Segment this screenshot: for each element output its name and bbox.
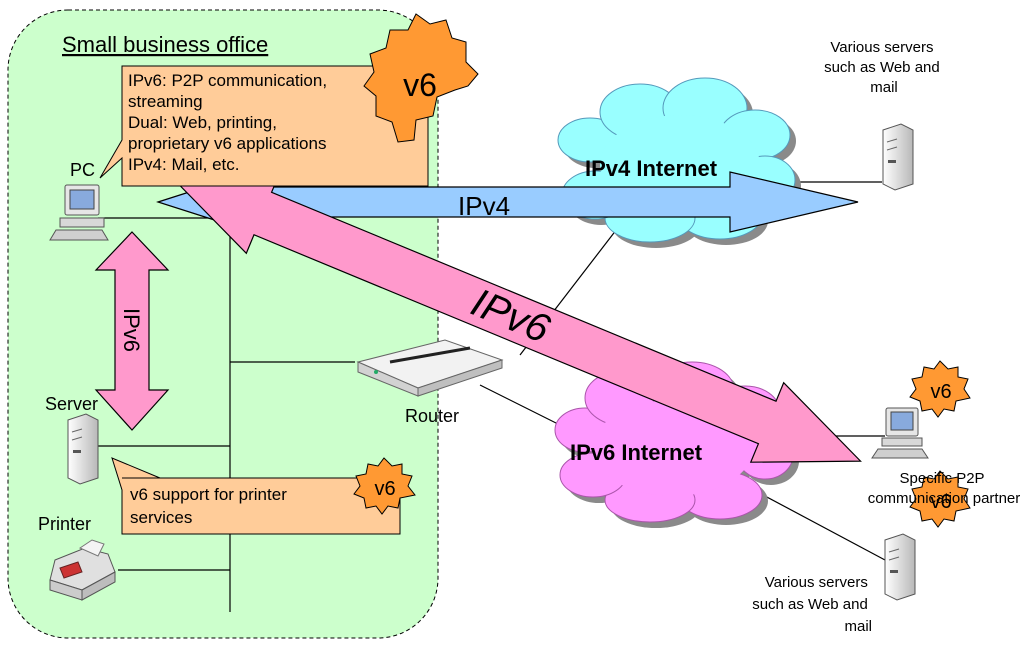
v6-badge-printer: v6 (353, 457, 416, 515)
pc-callout-line-3: Dual: Web, printing, (128, 113, 277, 132)
router-icon (356, 339, 504, 397)
svg-text:v6: v6 (374, 478, 395, 500)
ipv6-local-arrow-label: IPv6 (119, 308, 144, 352)
svg-text:v6 support for printer s: v6 support for printer services (130, 485, 292, 527)
server-label: Server (45, 394, 98, 414)
svg-text:v6: v6 (403, 67, 437, 103)
printer-icon (49, 539, 116, 601)
svg-text:v6: v6 (930, 381, 951, 403)
v6-badge-servers-bottom: v6 (909, 470, 971, 528)
pc-label: PC (70, 160, 95, 180)
remote-server-bottom-icon (884, 533, 916, 601)
pc-callout-line-1: IPv6: P2P communication, (128, 71, 327, 90)
pc-callout-line-5: IPv4: Mail, etc. (128, 155, 239, 174)
ipv6-local-arrow: IPv6 (94, 231, 170, 431)
svg-text:IPv6: P2P communication,: IPv6: P2P communication, streaming Dual:… (128, 71, 332, 174)
pc-callout: IPv6: P2P communication, streaming Dual:… (99, 65, 429, 187)
p2p-partner-label: Specific P2P communication partner (868, 470, 1021, 507)
v6-badge-p2p: v6 (909, 360, 971, 418)
pc-callout-line-2: streaming (128, 92, 203, 111)
remote-server-top-icon (882, 123, 914, 191)
remote-servers-bottom-label: Various servers such as Web and mail (752, 574, 872, 635)
printer-callout-line-1: v6 support for printer (130, 485, 287, 504)
office-pc-icon (49, 184, 109, 241)
printer-label: Printer (38, 514, 91, 534)
office-server-icon (67, 413, 99, 485)
router-label: Router (405, 406, 459, 426)
office-title: Small business office (62, 32, 268, 57)
p2p-partner-pc-icon (871, 407, 929, 459)
ipv6-cloud-label: IPv6 Internet (570, 440, 703, 465)
v6-badge-large: v6 (363, 13, 479, 143)
svg-text:v6: v6 (930, 491, 951, 513)
pc-callout-line-4: proprietary v6 applications (128, 134, 326, 153)
ipv4-arrow-label: IPv4 (458, 191, 510, 221)
ipv4-cloud-label: IPv4 Internet (585, 156, 718, 181)
remote-servers-top-label: Various servers such as Web and mail (824, 39, 944, 96)
printer-callout-line-2: services (130, 508, 192, 527)
